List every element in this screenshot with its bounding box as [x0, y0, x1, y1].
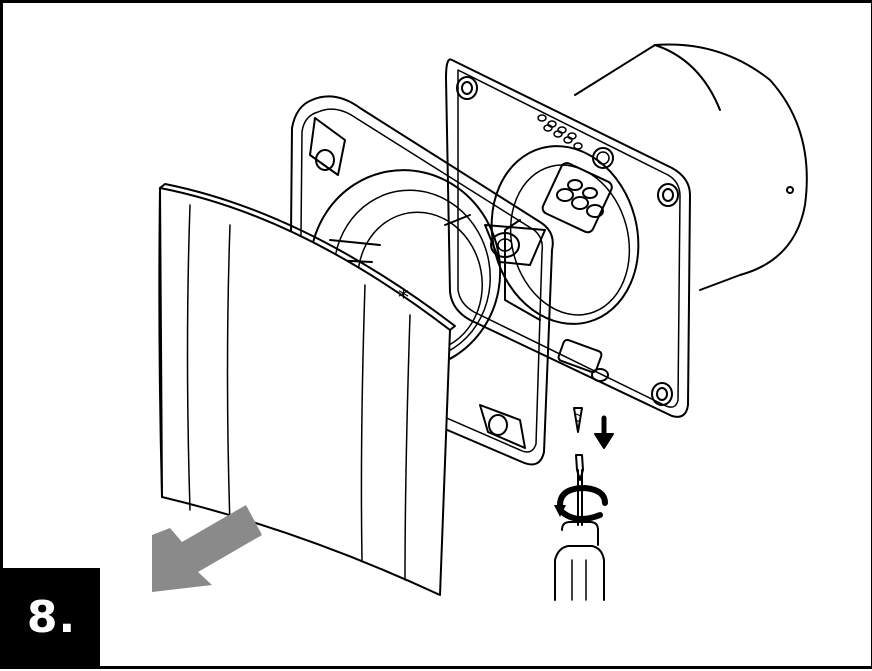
fan-housing-with-duct [445, 43, 808, 418]
screwdriver-icon [554, 454, 605, 601]
step-number-badge: 8. [3, 568, 100, 666]
screw-icon [573, 407, 583, 433]
down-arrow-icon [594, 415, 614, 449]
rotate-arrow-icon [554, 485, 608, 522]
center-marking: * [398, 286, 409, 311]
remove-direction-arrow [152, 505, 262, 592]
